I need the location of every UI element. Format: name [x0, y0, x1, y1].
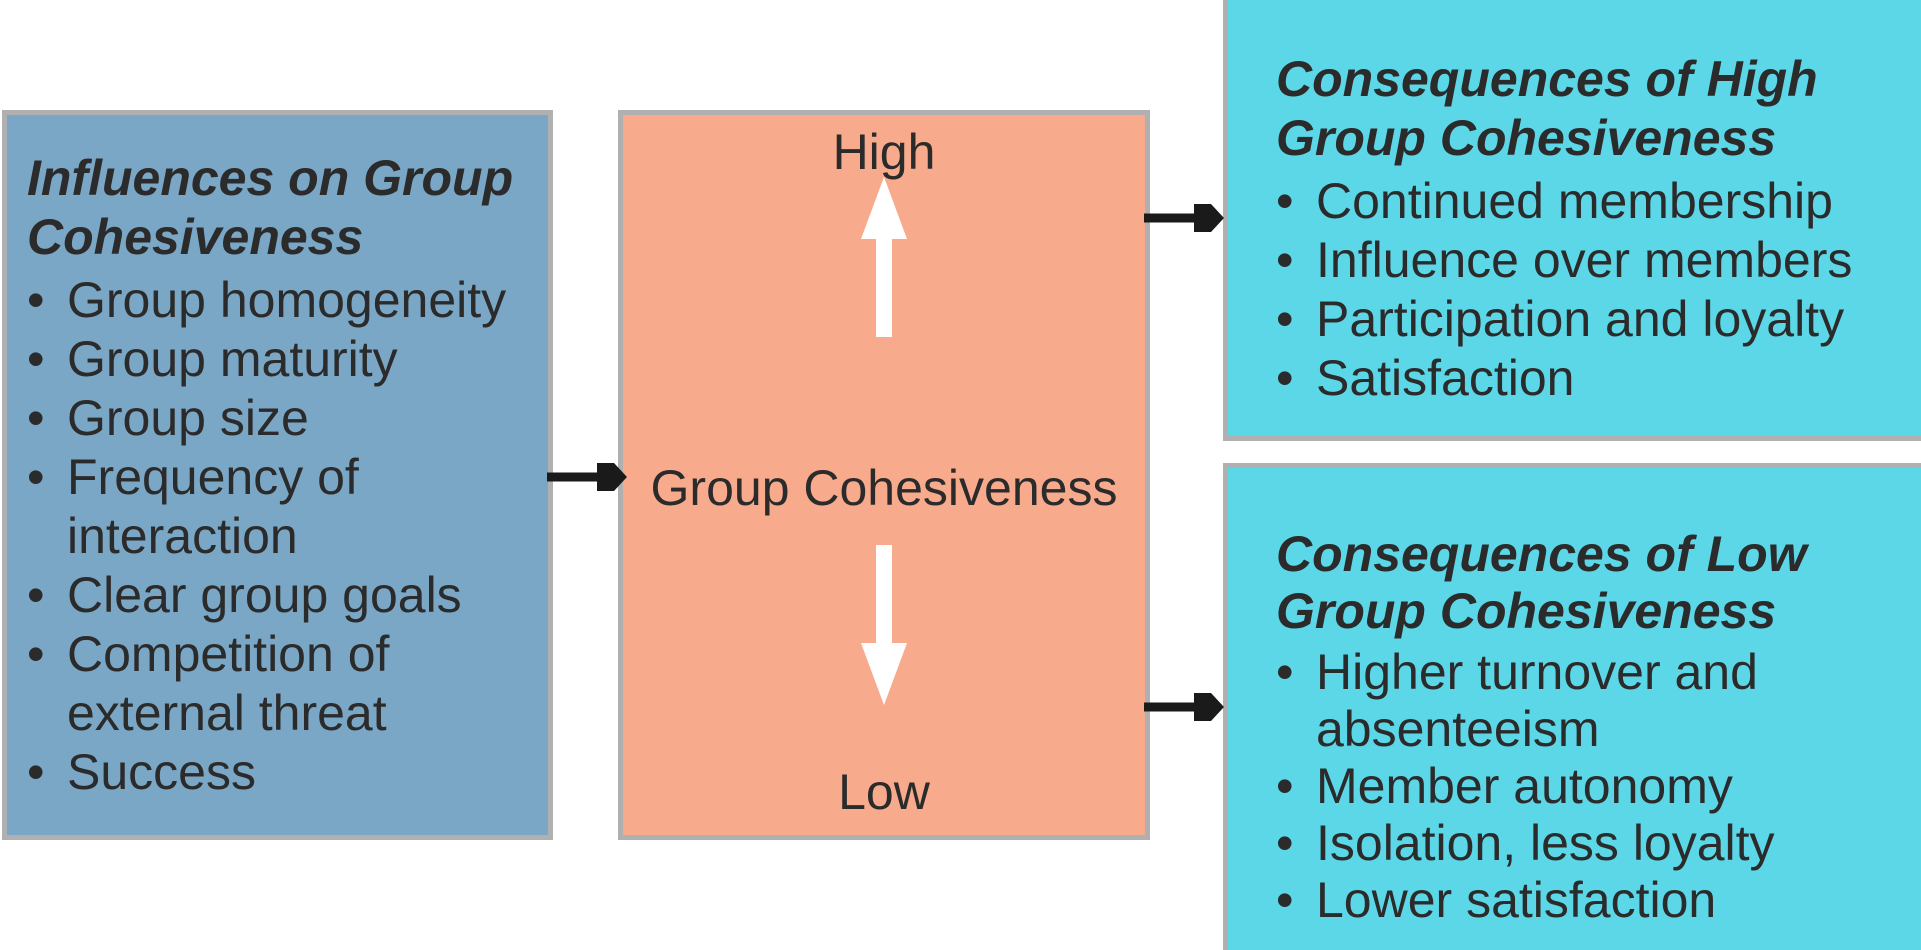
list-item: • Higher turnover and absenteeism	[1276, 644, 1905, 758]
list-item-text: Member autonomy	[1316, 758, 1733, 814]
connector-arrow-low	[1144, 693, 1224, 721]
bullet-marker: •	[1276, 350, 1294, 406]
bullet-marker: •	[27, 626, 45, 682]
list-item-text: Influence over members	[1316, 232, 1853, 288]
list-item-text: Group homogeneity	[67, 272, 507, 328]
up-arrow-icon	[861, 177, 907, 337]
list-item-text: Clear group goals	[67, 567, 462, 623]
list-item: • Competition of external threat	[27, 625, 530, 743]
bullet-marker: •	[27, 272, 45, 328]
list-item: • Satisfaction	[1276, 349, 1905, 408]
list-item: • Group size	[27, 389, 530, 448]
list-item-text: Competition of external threat	[67, 626, 390, 741]
bullet-marker: •	[1276, 232, 1294, 288]
list-item-text: Continued membership	[1316, 173, 1833, 229]
list-item: • Participation and loyalty	[1276, 290, 1905, 349]
low-consequences-title: Consequences of Low Group Cohesiveness	[1276, 526, 1807, 639]
list-item: • Continued membership	[1276, 172, 1905, 231]
list-item-text: Frequency of interaction	[67, 449, 359, 564]
list-item: • Influence over members	[1276, 231, 1905, 290]
high-label: High	[832, 124, 936, 180]
bullet-marker: •	[27, 331, 45, 387]
low-label: Low	[838, 764, 930, 820]
list-item: • Member autonomy	[1276, 758, 1905, 815]
high-consequences-list: • Continued membership • Influence over …	[1276, 172, 1905, 408]
cohesiveness-title: Group Cohesiveness	[650, 460, 1118, 516]
connector-arrow-influences	[547, 463, 627, 491]
list-item: • Success	[27, 743, 530, 802]
bullet-marker: •	[27, 567, 45, 623]
bullet-marker: •	[27, 390, 45, 446]
list-item: • Group homogeneity	[27, 271, 530, 330]
list-item-text: Higher turnover and absenteeism	[1316, 644, 1758, 757]
influences-title: Influences on Group Cohesiveness	[27, 150, 514, 265]
bullet-marker: •	[1276, 815, 1294, 871]
list-item: • Isolation, less loyalty	[1276, 815, 1905, 872]
high-consequences-box: Consequences of High Group Cohesiveness …	[1223, 0, 1921, 441]
bullet-marker: •	[1276, 173, 1294, 229]
bullet-marker: •	[1276, 758, 1294, 814]
low-consequences-box: Consequences of Low Group Cohesiveness •…	[1223, 463, 1921, 950]
down-arrow-icon	[861, 545, 907, 705]
low-consequences-list: • Higher turnover and absenteeism • Memb…	[1276, 644, 1905, 929]
connector-arrow-high	[1144, 204, 1224, 232]
high-consequences-title: Consequences of High Group Cohesiveness	[1276, 51, 1818, 166]
cohesiveness-box: High Group Cohesiveness Low	[618, 110, 1150, 840]
bullet-marker: •	[27, 449, 45, 505]
list-item: • Group maturity	[27, 330, 530, 389]
bullet-marker: •	[1276, 644, 1294, 700]
list-item-text: Success	[67, 744, 256, 800]
list-item: • Clear group goals	[27, 566, 530, 625]
list-item-text: Satisfaction	[1316, 350, 1575, 406]
bullet-marker: •	[1276, 291, 1294, 347]
list-item-text: Group maturity	[67, 331, 398, 387]
list-item: • Lower satisfaction	[1276, 872, 1905, 929]
bullet-marker: •	[27, 744, 45, 800]
influences-list: • Group homogeneity • Group maturity • G…	[27, 271, 530, 802]
list-item-text: Participation and loyalty	[1316, 291, 1845, 347]
list-item-text: Group size	[67, 390, 309, 446]
list-item-text: Lower satisfaction	[1316, 872, 1717, 928]
list-item-text: Isolation, less loyalty	[1316, 815, 1775, 871]
list-item: • Frequency of interaction	[27, 448, 530, 566]
bullet-marker: •	[1276, 872, 1294, 928]
influences-box: Influences on Group Cohesiveness • Group…	[2, 110, 553, 840]
